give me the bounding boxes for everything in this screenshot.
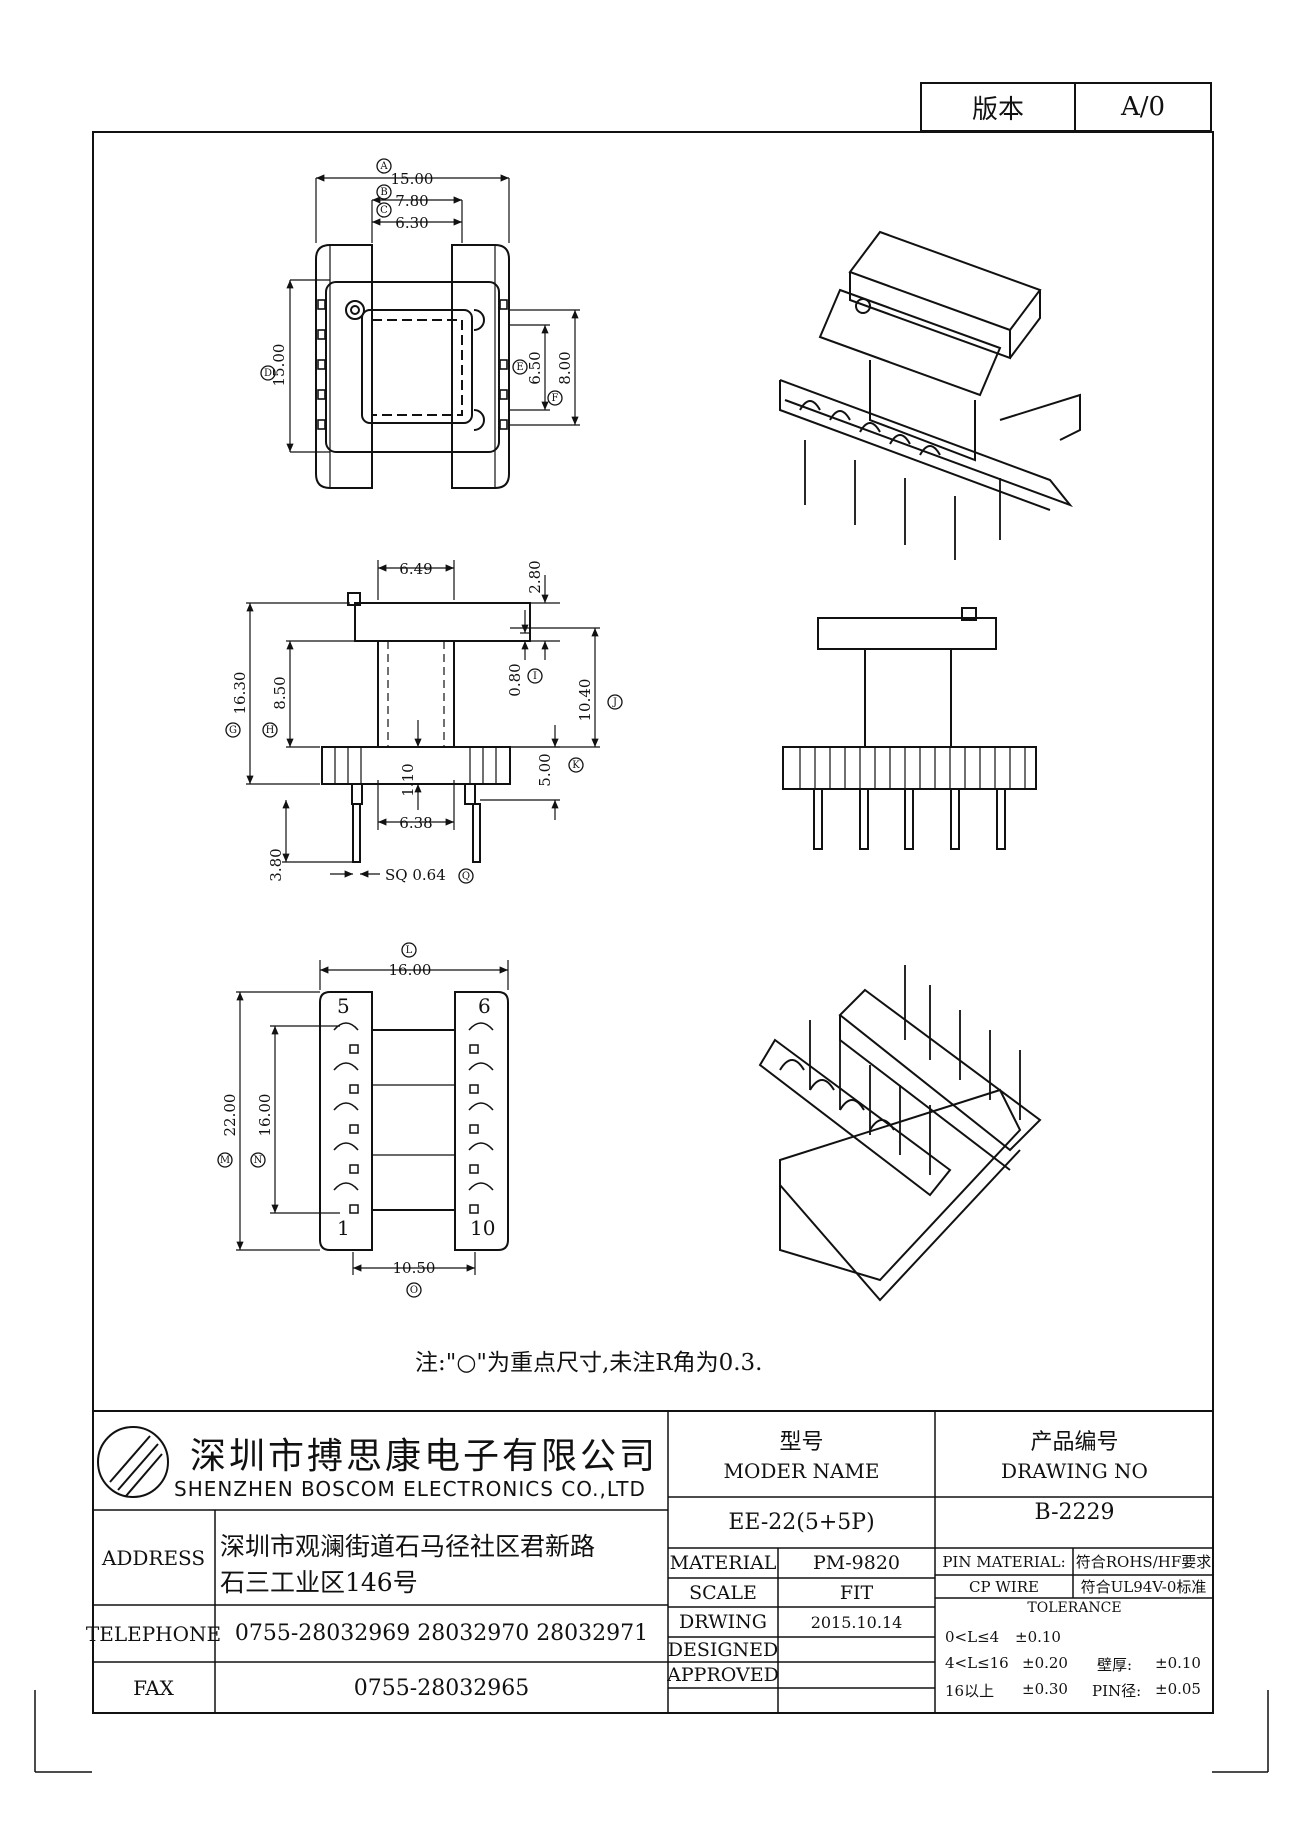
title-block [92, 1410, 1214, 1716]
dim-a: 15.00 [391, 170, 434, 188]
approved-label: APPROVED [667, 1664, 779, 1686]
dim-q: SQ 0.64 [385, 866, 446, 884]
isometric-view-top [779, 230, 1081, 560]
dim-n: 16.00 [256, 1094, 274, 1137]
tolerance-extra-label-2: PIN径: [1092, 1682, 1142, 1700]
drawing-note: 注:"○"为重点尺寸,未注R角为0.3. [415, 1350, 763, 1376]
bottom-view [319, 991, 509, 1251]
tolerance-value-1: ±0.20 [1022, 1654, 1068, 1672]
balloon-a: A [379, 161, 388, 172]
dim-i: 0.80 [506, 663, 524, 696]
designed-value [778, 1637, 935, 1662]
tolerance-range-0: 0<L≤4 [945, 1628, 1000, 1646]
pin-number-5: 5 [337, 994, 350, 1018]
company-logo [97, 1426, 169, 1498]
scale-label: SCALE [689, 1581, 757, 1604]
dim-c: 6.30 [395, 214, 428, 232]
address-line2: 石三工业区146号 [220, 1568, 418, 1597]
dim-core-width: 6.38 [399, 814, 432, 832]
dim-f: 8.00 [556, 351, 574, 384]
dim-side-top-height: 2.80 [526, 560, 544, 593]
model-label-cn: 型号 [779, 1430, 824, 1455]
tolerance-value-0: ±0.10 [1015, 1628, 1061, 1646]
balloon-j: J [612, 697, 617, 708]
model-value: EE-22(5+5P) [728, 1510, 875, 1535]
version-value: A/0 [1120, 92, 1166, 122]
front-view [782, 607, 1037, 850]
drawing-no-label-cn: 产品编号 [1030, 1430, 1119, 1455]
dim-g: 16.30 [231, 672, 249, 715]
tolerance-extra-value-1: ±0.10 [1155, 1654, 1201, 1672]
tolerance-extra-value-2: ±0.05 [1155, 1680, 1201, 1698]
material-value: PM-9820 [812, 1552, 900, 1574]
balloon-q: Q [462, 871, 470, 882]
tolerance-extra-label-1: 壁厚: [1097, 1656, 1133, 1674]
dim-m: 22.00 [221, 1094, 239, 1137]
balloon-c: C [380, 205, 388, 216]
model-label-en: MODER NAME [723, 1459, 880, 1483]
drawing-no-label-en: DRAWING NO [1001, 1459, 1148, 1483]
balloon-i: I [533, 671, 537, 682]
cp-wire-value: 符合UL94V-0标准 [1080, 1578, 1207, 1596]
approved-value [778, 1662, 935, 1688]
balloon-d: D [264, 368, 272, 379]
balloon-h: H [266, 725, 275, 736]
telephone-label: TELEPHONE [85, 1621, 222, 1646]
fax-label: FAX [133, 1676, 174, 1700]
address-label: ADDRESS [101, 1545, 206, 1570]
pin-material-label: PIN MATERIAL: [942, 1552, 1066, 1571]
balloon-n: N [254, 1155, 263, 1166]
drwing-value: 2015.10.14 [810, 1612, 903, 1632]
dim-b: 7.80 [395, 192, 428, 210]
dim-h: 8.50 [271, 676, 289, 709]
balloon-m: M [220, 1155, 230, 1166]
dim-k: 5.00 [536, 753, 554, 786]
company-name-en: SHENZHEN BOSCOM ELECTRONICS CO.,LTD [174, 1477, 646, 1501]
dim-core-gap: 1.10 [399, 763, 417, 796]
dim-side-top-width: 6.49 [399, 560, 432, 578]
tolerance-value-2: ±0.30 [1022, 1680, 1068, 1698]
balloon-g: G [229, 725, 237, 736]
balloon-b: B [380, 187, 387, 198]
pin-material-value: 符合ROHS/HF要求 [1075, 1553, 1212, 1571]
dim-pin-length: 3.80 [267, 848, 285, 881]
pin-number-6: 6 [478, 994, 491, 1018]
balloon-k: K [572, 760, 580, 771]
balloon-letters: A B C D E F G H I J K Q L M N O [220, 161, 617, 1296]
version-label: 版本 [922, 84, 1076, 130]
balloon-o: O [410, 1285, 418, 1296]
dim-j: 10.40 [576, 679, 594, 722]
tolerance-title: TOLERANCE [1027, 1600, 1122, 1616]
telephone-value: 0755-28032969 28032970 28032971 [234, 1621, 649, 1646]
isometric-view-bottom [758, 965, 1042, 1302]
drwing-label: DRWING [679, 1611, 767, 1633]
company-name-cn: 深圳市搏思康电子有限公司 [190, 1436, 659, 1477]
dimension-balloons [217, 158, 623, 1298]
material-label: MATERIAL [669, 1552, 777, 1574]
dim-e: 6.50 [526, 351, 544, 384]
cp-wire-label: CP WIRE [969, 1577, 1039, 1596]
drawing-frame [92, 131, 1214, 1714]
drawing-no-value: B-2229 [1034, 1499, 1115, 1525]
dim-d: 15.00 [270, 344, 288, 387]
dim-l: 16.00 [389, 961, 432, 979]
scale-value: FIT [839, 1581, 874, 1604]
designed-label: DESIGNED [667, 1638, 779, 1661]
pin-number-10: 10 [470, 1216, 495, 1240]
pin-number-1: 1 [337, 1216, 350, 1240]
dim-o: 10.50 [393, 1259, 436, 1277]
address-line1: 深圳市观澜街道石马径社区君新路 [220, 1532, 596, 1561]
tolerance-range-2: 16以上 [945, 1682, 995, 1700]
technical-drawing: AB CD EF GH IJ KQ LM NO 15.00 7.80 6.30 … [217, 158, 1081, 1302]
top-view [315, 244, 510, 489]
balloon-l: L [406, 945, 413, 956]
balloon-f: F [552, 393, 559, 404]
tolerance-range-1: 4<L≤16 [945, 1654, 1009, 1672]
balloon-e: E [516, 362, 523, 373]
fax-value: 0755-28032965 [353, 1675, 530, 1701]
